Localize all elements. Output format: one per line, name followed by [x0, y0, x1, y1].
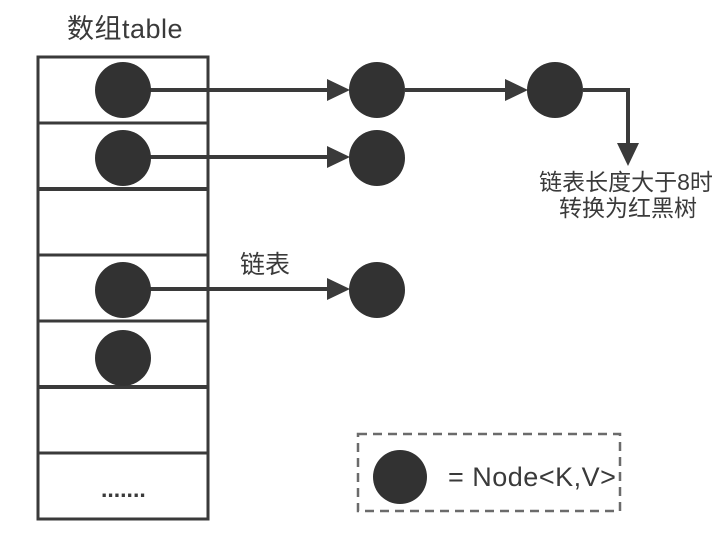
- arrow-head-down: [617, 143, 639, 166]
- elbow-arrow-line: [583, 88, 630, 146]
- node-circle: [349, 262, 405, 318]
- array-title-label: 数组table: [67, 14, 183, 44]
- arrow-head: [327, 146, 350, 168]
- arrow-head: [505, 79, 528, 101]
- node-circle: [349, 130, 405, 186]
- legend-node-icon: [373, 450, 427, 504]
- legend: = Node<K,V>: [356, 432, 622, 513]
- arrow-head: [327, 278, 350, 300]
- node-circle: [95, 62, 151, 118]
- arrow-head: [327, 79, 350, 101]
- legend-box: [356, 432, 622, 513]
- array-ellipsis: .......: [101, 476, 146, 502]
- array-node-circles: [95, 62, 151, 386]
- node-circle: [349, 62, 405, 118]
- chain-node-circles: [349, 62, 583, 318]
- node-circle: [95, 330, 151, 386]
- linked-list-label: 链表: [240, 251, 290, 279]
- pointer-arrows: [123, 79, 639, 300]
- treeify-note-line1: 链表长度大于8时: [539, 169, 713, 195]
- legend-text: = Node<K,V>: [448, 462, 616, 492]
- node-circle: [95, 262, 151, 318]
- node-circle: [95, 130, 151, 186]
- node-circle: [527, 62, 583, 118]
- treeify-note-line2: 转换为红黑树: [559, 195, 697, 221]
